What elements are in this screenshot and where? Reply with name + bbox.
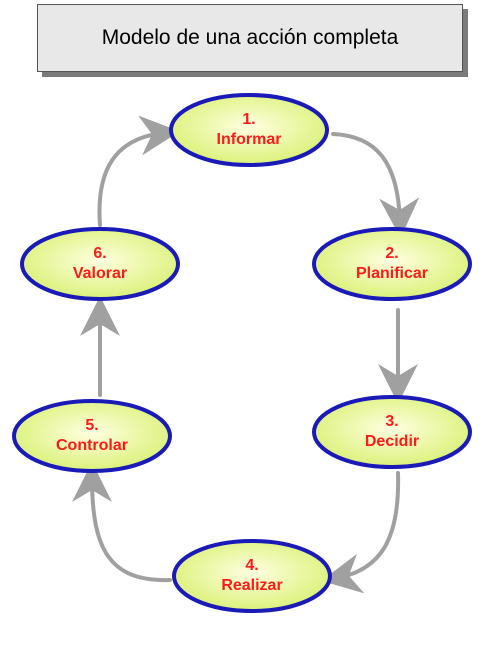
node-4-label: Realizar xyxy=(221,577,283,594)
node-1-informar xyxy=(169,93,329,167)
diagram-title: Modelo de una acción completa xyxy=(101,26,399,49)
node-1-text: 1. Informar xyxy=(169,110,329,150)
node-1-label: Informar xyxy=(216,131,282,148)
node-6-number: 6. xyxy=(93,245,107,262)
arrow-4-to-5 xyxy=(72,462,172,583)
arrow-3-to-4 xyxy=(321,471,401,594)
node-2-number: 2. xyxy=(385,245,399,262)
node-3-number: 3. xyxy=(385,413,399,430)
node-6-label: Valorar xyxy=(72,265,128,282)
node-4-realizar xyxy=(172,539,332,613)
node-2-label: Planificar xyxy=(355,265,429,282)
arrow-6-to-1 xyxy=(97,115,180,227)
node-5-label: Controlar xyxy=(56,437,128,454)
node-1-number: 1. xyxy=(242,111,256,128)
node-2-text: 2. Planificar xyxy=(312,244,472,284)
node-3-decidir xyxy=(312,395,472,469)
node-3-text: 3. Decidir xyxy=(312,412,472,452)
node-6-text: 6. Valorar xyxy=(20,244,180,284)
node-6-valorar xyxy=(20,227,180,301)
node-4-text: 4. Realizar xyxy=(172,556,332,596)
title-box: Modelo de una acción completa xyxy=(37,4,463,72)
node-5-controlar xyxy=(12,399,172,473)
node-5-text: 5. Controlar xyxy=(12,416,172,456)
arrow-1-to-2 xyxy=(331,132,420,238)
node-4-number: 4. xyxy=(245,557,259,574)
node-5-number: 5. xyxy=(85,417,99,434)
node-2-planificar xyxy=(312,227,472,301)
node-3-label: Decidir xyxy=(364,433,420,450)
